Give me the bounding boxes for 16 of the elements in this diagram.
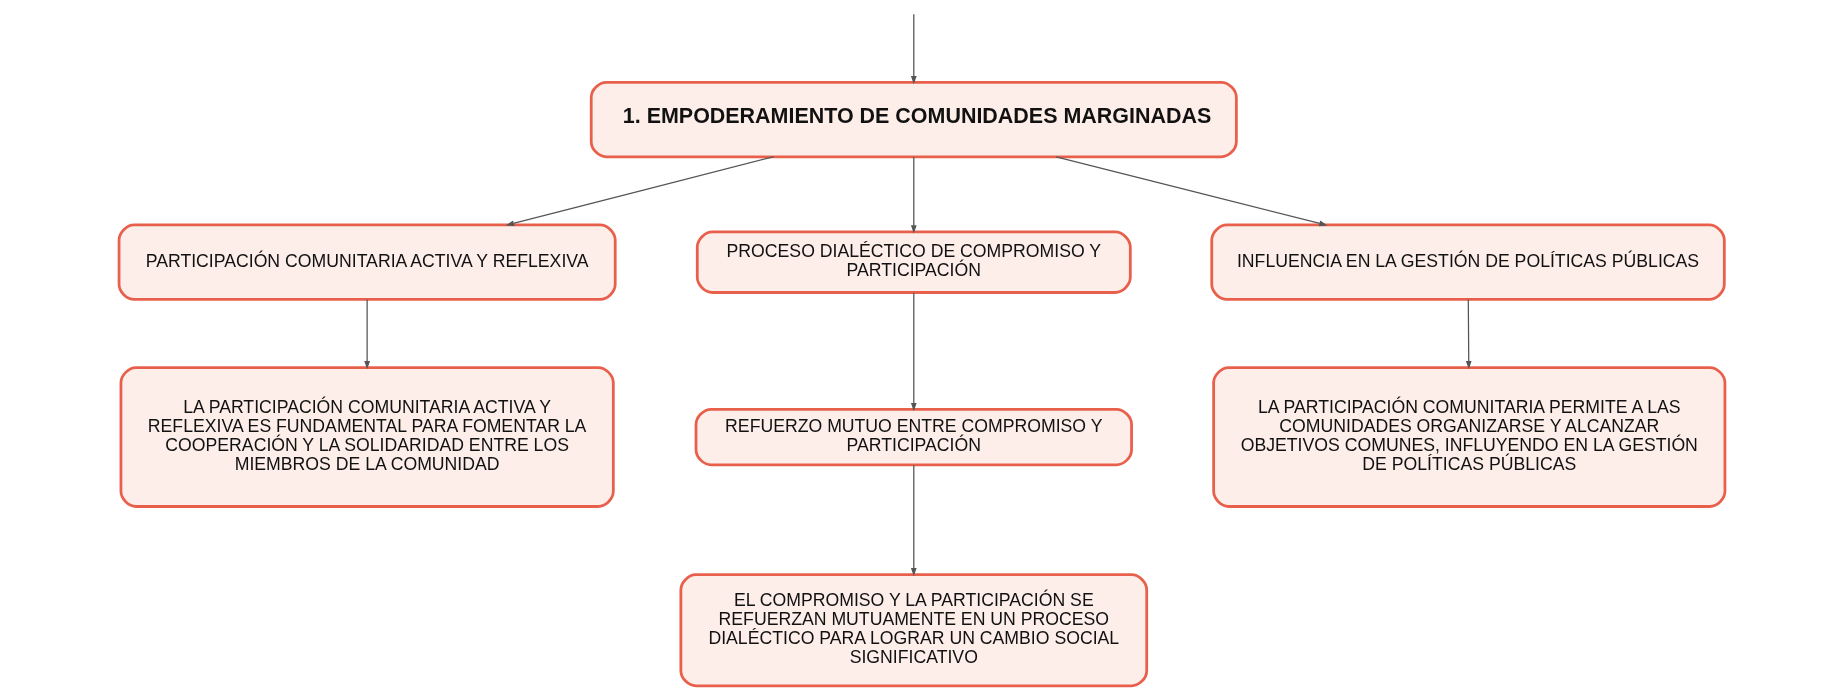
node-box: EL COMPROMISO Y LA PARTICIPACIÓN SE REFUERZAN MUTUAMENTE EN UN PROCESO DIALÉCTICO PARA LOGRAR UN CAMBIO SOCIAL SIGNIFICATIVO: [679, 573, 1149, 688]
node-box: LA PARTICIPACIÓN COMUNITARIA PERMITE A LAS COMUNIDADES ORGANIZARSE Y ALCANZAR OBJETIVOS COMUNES, INFLUYENDO EN LA GESTIÓN DE POLÍTICAS PÚBLICAS: [1212, 366, 1727, 508]
arrow: [505, 156, 774, 227]
arrow: [364, 298, 370, 370]
node-box: 1. EMPODERAMIENTO DE COMUNIDADES MARGINADAS: [589, 80, 1238, 159]
arrow: [1465, 298, 1472, 370]
node-box: INFLUENCIA EN LA GESTIÓN DE POLÍTICAS PÚBLICAS: [1210, 223, 1726, 301]
arrow: [910, 13, 917, 85]
node-box: PROCESO DIALÉCTICO DE COMPROMISO Y PARTICIPACIÓN: [695, 230, 1132, 294]
node-box: LA PARTICIPACIÓN COMUNITARIA ACTIVA Y REFLEXIVA ES FUNDAMENTAL PARA FOMENTAR LA COOPERACIÓN Y LA SOLIDARIDAD ENTRE LOS MIEMBROS DE LA COMUNIDAD: [119, 366, 615, 508]
arrow: [910, 156, 917, 234]
arrow: [910, 464, 917, 577]
arrow: [910, 292, 917, 412]
node-box: PARTICIPACIÓN COMUNITARIA ACTIVA Y REFLEXIVA: [117, 223, 617, 301]
node-box: REFUERZO MUTUO ENTRE COMPROMISO Y PARTICIPACIÓN: [694, 407, 1133, 467]
arrow: [1055, 156, 1328, 227]
